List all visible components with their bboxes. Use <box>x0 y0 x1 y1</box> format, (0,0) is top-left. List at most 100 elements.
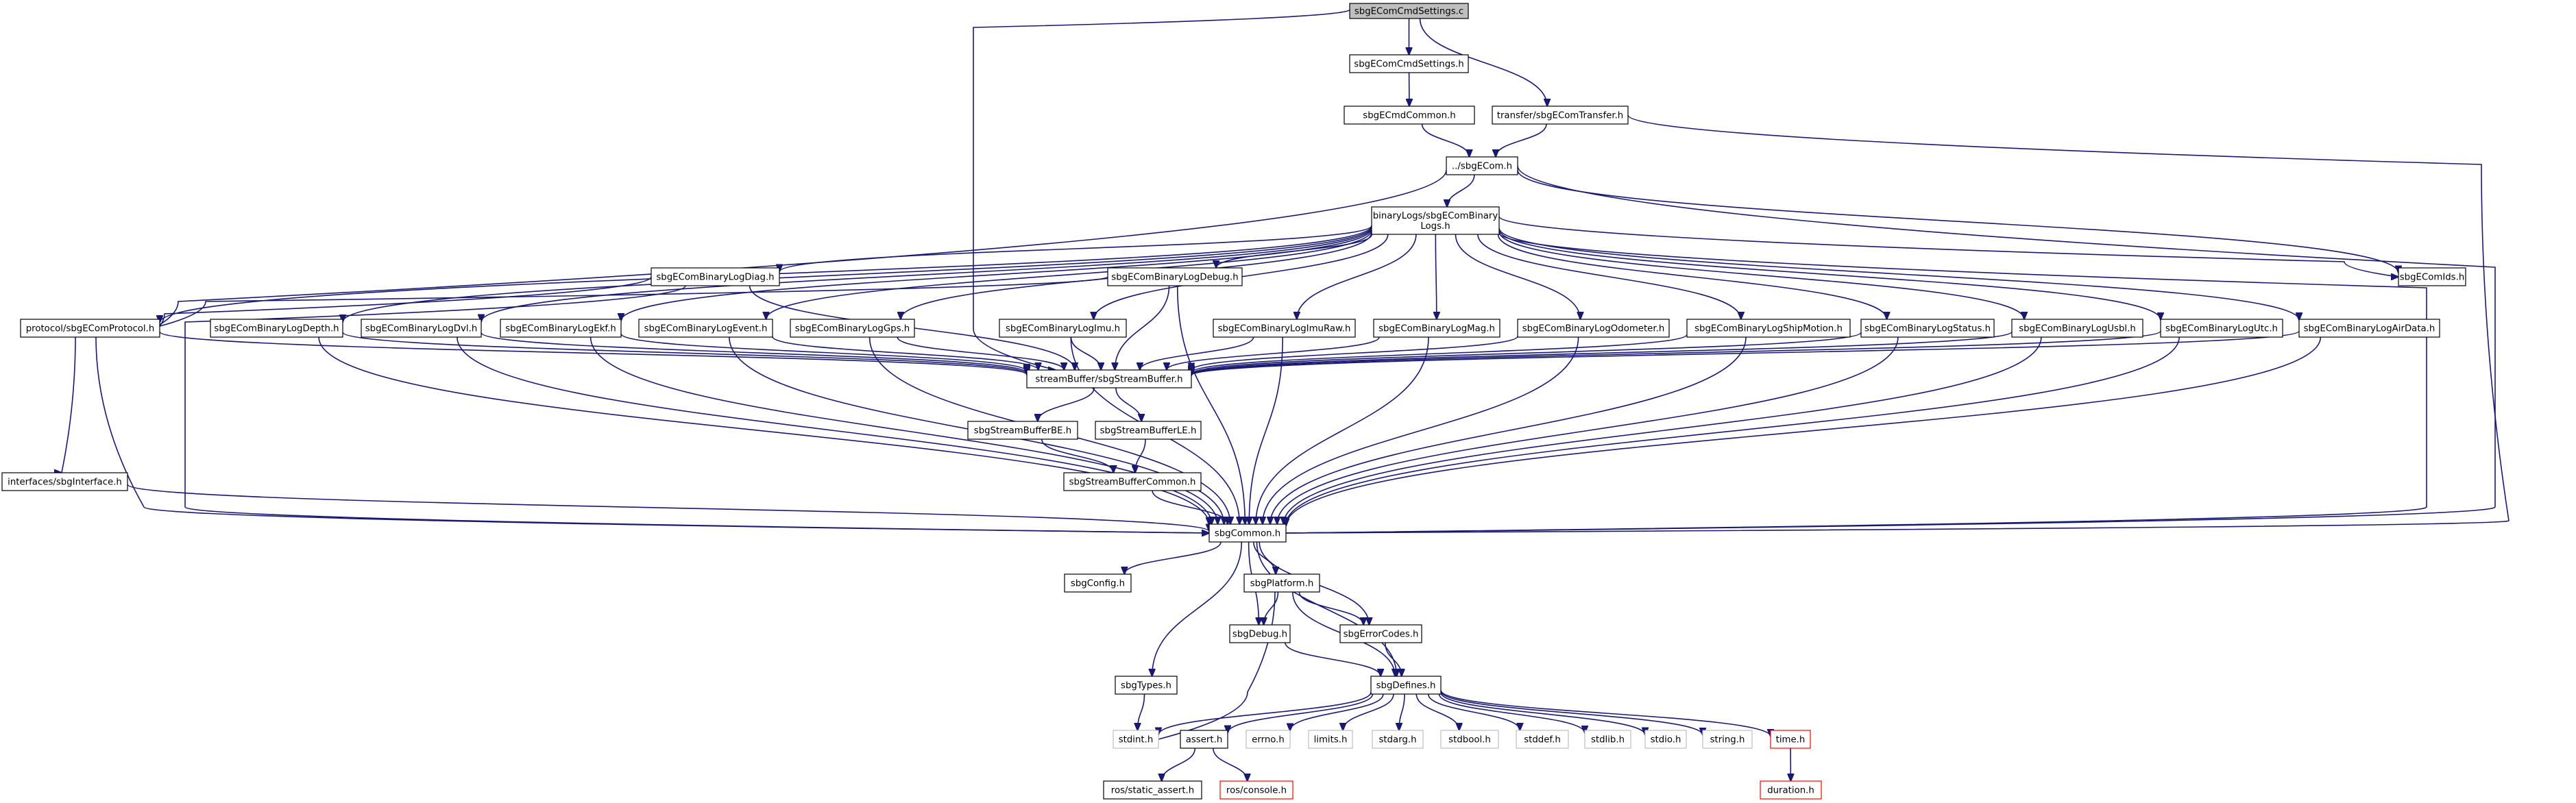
node-diag-h[interactable]: sbgEComBinaryLogDiag.h <box>651 267 780 286</box>
node-duration-h[interactable]: duration.h <box>1760 780 1822 800</box>
edge-root-to-transfer_h <box>1419 18 1548 106</box>
node-debug-h[interactable]: sbgDebug.h <box>1229 624 1291 643</box>
node-sbbe-h[interactable]: sbgStreamBufferBE.h <box>967 421 1078 440</box>
node-protocol-h[interactable]: protocol/sbgEComProtocol.h <box>20 319 160 338</box>
node-label: interfaces/sbgInterface.h <box>8 478 122 488</box>
node-console-h[interactable]: ros/console.h <box>1219 780 1293 800</box>
edge-root-to-streambuffer_h <box>973 9 1350 370</box>
node-shipmotion-h[interactable]: sbgEComBinaryLogShipMotion.h <box>1686 319 1851 338</box>
node-box <box>1372 730 1424 749</box>
edge-transfer_h-to-common_h <box>1286 114 2510 533</box>
edge-assert_h-to-static_assert_h <box>1162 748 1196 781</box>
node-depth-h[interactable]: sbgEComBinaryLogDepth.h <box>210 319 343 338</box>
node-defines-h[interactable]: sbgDefines.h <box>1370 676 1442 695</box>
edge-status_h-to-common_h <box>1277 336 1899 524</box>
node-dvl-h[interactable]: sbgEComBinaryLogDvl.h <box>361 319 482 338</box>
edge-common_h-to-platform_h <box>1253 541 1276 574</box>
node-label: sbgEComCmdSettings.c <box>1354 7 1463 17</box>
node-ekf-h[interactable]: sbgEComBinaryLogEkf.h <box>500 319 622 338</box>
node-common-h[interactable]: sbgCommon.h <box>1208 523 1287 543</box>
node-imu-h[interactable]: sbgEComBinaryLogImu.h <box>999 319 1127 338</box>
node-box <box>1246 730 1291 749</box>
node-assert-h[interactable]: assert.h <box>1180 730 1228 749</box>
edge-imu_h-to-streambuffer_h <box>1070 336 1101 370</box>
edge-defines_h-to-stdbool_h <box>1415 693 1459 730</box>
node-odometer-h[interactable]: sbgEComBinaryLogOdometer.h <box>1517 319 1670 338</box>
node-label: streamBuffer/sbgStreamBuffer.h <box>1035 375 1182 385</box>
node-debug-log-h[interactable]: sbgEComBinaryLogDebug.h <box>1107 267 1243 286</box>
edge-streambuffer_h-to-sble_h <box>1115 387 1141 421</box>
node-streambuffer-h[interactable]: streamBuffer/sbgStreamBuffer.h <box>1026 369 1192 388</box>
node-static-assert-h[interactable]: ros/static_assert.h <box>1103 780 1202 800</box>
edge-assert_h-to-console_h <box>1213 748 1248 781</box>
node-config-h[interactable]: sbgConfig.h <box>1064 573 1132 593</box>
node-stddef-h: stddef.h <box>1516 730 1569 749</box>
node-string-h: string.h <box>1702 730 1753 749</box>
edge-airdata_h-to-streambuffer_h <box>1191 330 2300 375</box>
edge-usbl_h-to-common_h <box>1284 336 2042 524</box>
node-imuraw-h[interactable]: sbgEComBinaryLogImuRaw.h <box>1213 319 1356 338</box>
edge-errorcodes_h-to-defines_h <box>1385 642 1402 676</box>
node-label: stdlib.h <box>1591 735 1625 745</box>
edge-defines_h-to-stdarg_h <box>1399 693 1405 730</box>
node-box <box>1308 730 1353 749</box>
edge-defines_h-to-stdint_h <box>1158 691 1372 734</box>
node-label: sbgEComBinaryLogEkf.h <box>505 324 616 334</box>
node-box <box>1446 156 1518 175</box>
node-sbcommon-h[interactable]: sbgStreamBufferCommon.h <box>1063 472 1202 491</box>
node-label: sbgECmdCommon.h <box>1363 111 1455 121</box>
node-ids-h[interactable]: sbgEComIds.h <box>2398 267 2466 286</box>
node-label: errno.h <box>1252 735 1285 745</box>
edge-airdata_h-to-common_h <box>1286 336 2322 526</box>
node-time-h[interactable]: time.h <box>1770 730 1811 749</box>
node-mag-h[interactable]: sbgEComBinaryLogMag.h <box>1373 319 1500 338</box>
node-label: sbgEComCmdSettings.h <box>1354 60 1463 70</box>
node-label: sbgEComBinaryLogShipMotion.h <box>1694 324 1843 334</box>
node-limits-h: limits.h <box>1308 730 1353 749</box>
node-utc-h[interactable]: sbgEComBinaryLogUtc.h <box>2160 319 2283 338</box>
node-platform-h[interactable]: sbgPlatform.h <box>1243 573 1320 593</box>
node-usbl-h[interactable]: sbgEComBinaryLogUsbl.h <box>2011 319 2143 338</box>
node-box <box>1516 730 1569 749</box>
node-label: time.h <box>1776 735 1806 745</box>
node-interface-h[interactable]: interfaces/sbgInterface.h <box>1 472 128 491</box>
node-cmdsettings-h[interactable]: sbgEComCmdSettings.h <box>1349 54 1469 73</box>
node-label: ros/console.h <box>1226 786 1287 796</box>
edge-interface_h-to-common_h <box>127 484 1209 532</box>
edge-defines_h-to-errno_h <box>1290 693 1384 730</box>
node-box <box>1770 730 1811 749</box>
node-types-h[interactable]: sbgTypes.h <box>1115 676 1178 695</box>
edge-ekf_h-to-streambuffer_h <box>620 333 1027 371</box>
node-label: sbgEComBinaryLogMag.h <box>1378 324 1495 334</box>
node-errorcodes-h[interactable]: sbgErrorCodes.h <box>1339 624 1422 643</box>
node-event-h[interactable]: sbgEComBinaryLogEvent.h <box>638 319 773 338</box>
node-label: sbgDebug.h <box>1232 630 1287 640</box>
node-box <box>1370 676 1442 695</box>
node-label: sbgEComBinaryLogUtc.h <box>2165 324 2278 334</box>
node-label: sbgStreamBufferCommon.h <box>1069 478 1196 488</box>
node-label: protocol/sbgEComProtocol.h <box>26 324 155 334</box>
edge-odometer_h-to-streambuffer_h <box>1191 335 1518 371</box>
node-label: Logs.h <box>1420 221 1450 232</box>
node-airdata-h[interactable]: sbgEComBinaryLogAirData.h <box>2298 319 2440 338</box>
edge-debug_h-to-defines_h <box>1285 642 1381 676</box>
edges-layer <box>62 9 2510 781</box>
edge-protocol_h-to-common_h <box>95 336 1209 533</box>
node-label: sbgConfig.h <box>1071 579 1125 589</box>
edge-binarylogs_h-to-airdata_h <box>1498 227 2299 321</box>
edge-diag_h-to-protocol_h <box>160 276 652 326</box>
edge-defines_h-to-stdlib_h <box>1438 693 1585 733</box>
node-box <box>1339 624 1422 643</box>
node-label: stdbool.h <box>1448 735 1491 745</box>
node-box <box>2160 319 2283 338</box>
node-sble-h[interactable]: sbgStreamBufferLE.h <box>1095 421 1202 440</box>
node-root[interactable]: sbgEComCmdSettings.c <box>1349 3 1469 19</box>
node-cmdcommon-h[interactable]: sbgECmdCommon.h <box>1344 106 1475 125</box>
node-transfer-h[interactable]: transfer/sbgEComTransfer.h <box>1492 106 1629 125</box>
node-label: sbgStreamBufferLE.h <box>1100 426 1197 436</box>
node-status-h[interactable]: sbgEComBinaryLogStatus.h <box>1860 319 1995 338</box>
node-box <box>999 319 1127 338</box>
node-gps-h[interactable]: sbgEComBinaryLogGps.h <box>790 319 915 338</box>
node-ecom-h[interactable]: ../sbgECom.h <box>1446 156 1518 175</box>
